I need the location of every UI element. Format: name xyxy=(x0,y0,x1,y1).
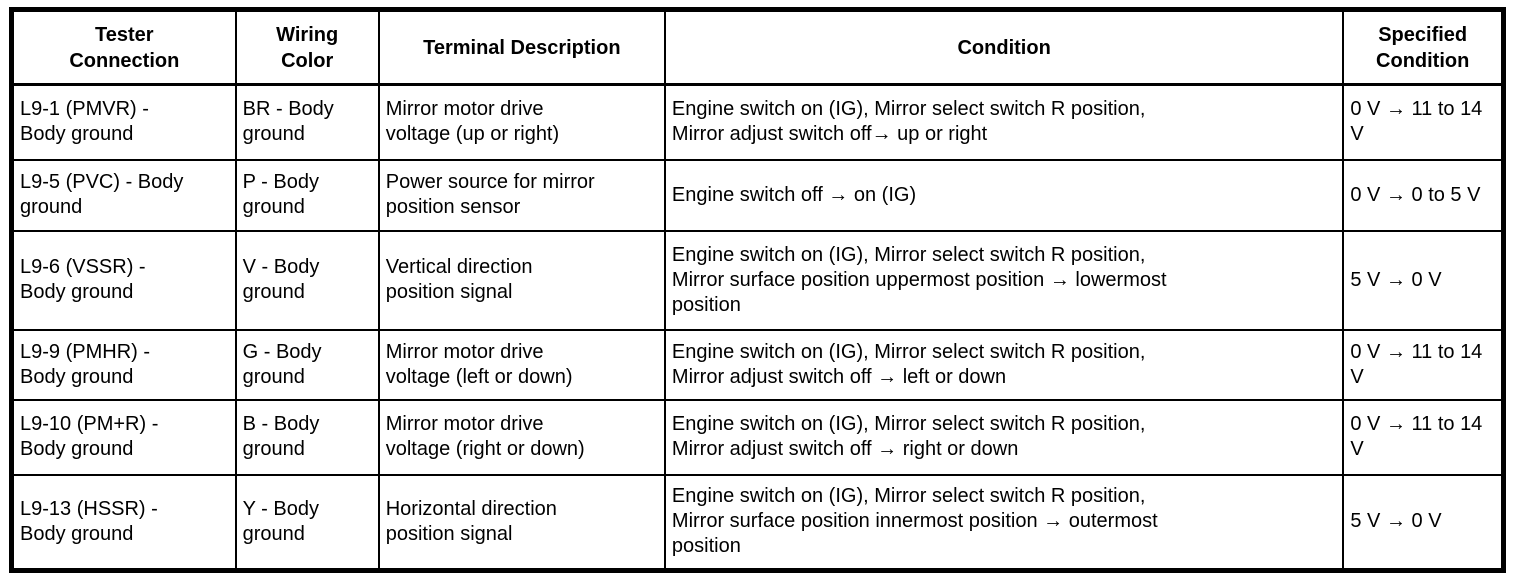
cell-wiring-color: B - Body ground xyxy=(234,398,380,476)
table-row: L9-10 (PM+R) - Body ground B - Body grou… xyxy=(10,398,1505,476)
cell-condition: Engine switch on (IG), Mirror select swi… xyxy=(663,398,1345,476)
cell-terminal-description: Mirror motor drive voltage (right or dow… xyxy=(377,398,666,476)
cell-terminal-description: Mirror motor drive voltage (up or right) xyxy=(377,83,666,161)
cell-condition: Engine switch on (IG), Mirror select swi… xyxy=(663,83,1345,161)
header-tester-connection: Tester Connection xyxy=(10,8,237,86)
header-condition: Condition xyxy=(663,8,1345,86)
cell-wiring-color: Y - Body ground xyxy=(234,473,380,572)
cell-tester-connection: L9-6 (VSSR) - Body ground xyxy=(10,229,237,331)
table-row: L9-5 (PVC) - Body ground P - Body ground… xyxy=(10,158,1505,232)
cell-condition: Engine switch on (IG), Mirror select swi… xyxy=(663,229,1345,331)
cell-condition: Engine switch off → on (IG) xyxy=(663,158,1345,232)
cell-specified-condition: 0 V → 11 to 14 V xyxy=(1342,83,1505,161)
terminal-inspection-table: Tester Connection Wiring Color Terminal … xyxy=(9,7,1506,573)
table-row: L9-13 (HSSR) - Body ground Y - Body grou… xyxy=(10,473,1505,572)
cell-specified-condition: 0 V → 11 to 14 V xyxy=(1342,398,1505,476)
header-wiring-color: Wiring Color xyxy=(234,8,380,86)
cell-wiring-color: G - Body ground xyxy=(234,328,380,401)
cell-terminal-description: Mirror motor drive voltage (left or down… xyxy=(377,328,666,401)
cell-tester-connection: L9-5 (PVC) - Body ground xyxy=(10,158,237,232)
cell-wiring-color: P - Body ground xyxy=(234,158,380,232)
cell-tester-connection: L9-10 (PM+R) - Body ground xyxy=(10,398,237,476)
cell-tester-connection: L9-9 (PMHR) - Body ground xyxy=(10,328,237,401)
table-row: L9-1 (PMVR) - Body ground BR - Body grou… xyxy=(10,83,1505,161)
cell-condition: Engine switch on (IG), Mirror select swi… xyxy=(663,473,1345,572)
cell-specified-condition: 5 V → 0 V xyxy=(1342,473,1505,572)
cell-tester-connection: L9-1 (PMVR) - Body ground xyxy=(10,83,237,161)
cell-terminal-description: Horizontal direction position signal xyxy=(377,473,666,572)
cell-wiring-color: BR - Body ground xyxy=(234,83,380,161)
table-row: L9-6 (VSSR) - Body ground V - Body groun… xyxy=(10,229,1505,331)
cell-specified-condition: 0 V → 11 to 14 V xyxy=(1342,328,1505,401)
table-row: L9-9 (PMHR) - Body ground G - Body groun… xyxy=(10,328,1505,401)
header-specified-condition: Specified Condition xyxy=(1342,8,1505,86)
cell-condition: Engine switch on (IG), Mirror select swi… xyxy=(663,328,1345,401)
cell-terminal-description: Power source for mirror position sensor xyxy=(377,158,666,232)
table-header-row: Tester Connection Wiring Color Terminal … xyxy=(10,8,1505,86)
cell-wiring-color: V - Body ground xyxy=(234,229,380,331)
cell-specified-condition: 5 V → 0 V xyxy=(1342,229,1505,331)
cell-specified-condition: 0 V → 0 to 5 V xyxy=(1342,158,1505,232)
cell-tester-connection: L9-13 (HSSR) - Body ground xyxy=(10,473,237,572)
cell-terminal-description: Vertical direction position signal xyxy=(377,229,666,331)
header-terminal-description: Terminal Description xyxy=(377,8,666,86)
